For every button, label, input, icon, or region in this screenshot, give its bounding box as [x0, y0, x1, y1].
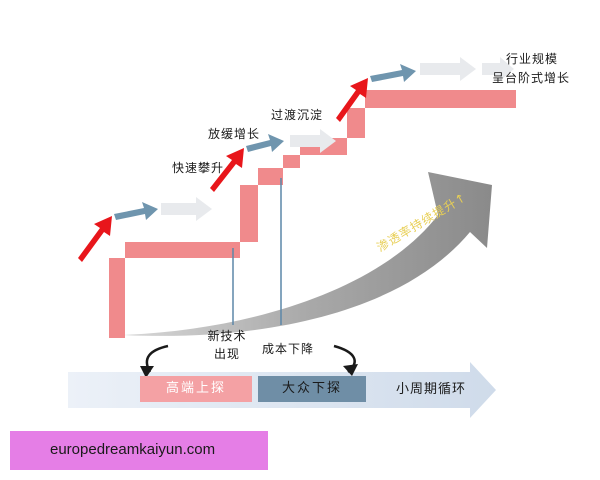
tech-label-line2: 出现 [213, 347, 240, 361]
flat-arrow-2 [290, 129, 336, 153]
rise-arrow-1 [78, 216, 112, 262]
cycle-right-arrowhead [343, 364, 358, 376]
stage-label-settle: 过渡沉淀 [271, 108, 324, 122]
steady-arrow-3 [370, 64, 416, 82]
cycle-label: 小周期循环 [396, 382, 467, 397]
cycle-left-arrowhead [140, 366, 154, 378]
flat-arrow-4 [482, 57, 514, 81]
flat-arrow-1 [161, 197, 212, 221]
steady-arrow-2 [246, 134, 284, 152]
high-end-label: 高端上探 [165, 381, 226, 396]
flat-arrow-3 [420, 57, 476, 81]
rise-arrow-3 [336, 78, 368, 122]
high-end-box [140, 376, 252, 402]
rise-arrow-2 [210, 148, 244, 192]
stage-label-rise: 快速攀升 [172, 161, 225, 175]
scale-title-line2: 呈台阶式增长 [491, 71, 570, 85]
stage-label-slow: 放缓增长 [208, 127, 261, 141]
scale-title-line1: 行业规模 [505, 52, 558, 66]
watermark-text: europedreamkaiyun.com [50, 441, 216, 458]
cost-drop-label: 成本下降 [262, 342, 315, 356]
mass-market-box [258, 376, 366, 402]
steady-arrow-1 [114, 202, 158, 220]
tech-label-line1: 新技术 [207, 329, 247, 343]
watermark-banner: europedreamkaiyun.com [10, 431, 268, 470]
penetration-curve-arrow [122, 172, 492, 336]
mass-market-label: 大众下探 [281, 381, 342, 396]
